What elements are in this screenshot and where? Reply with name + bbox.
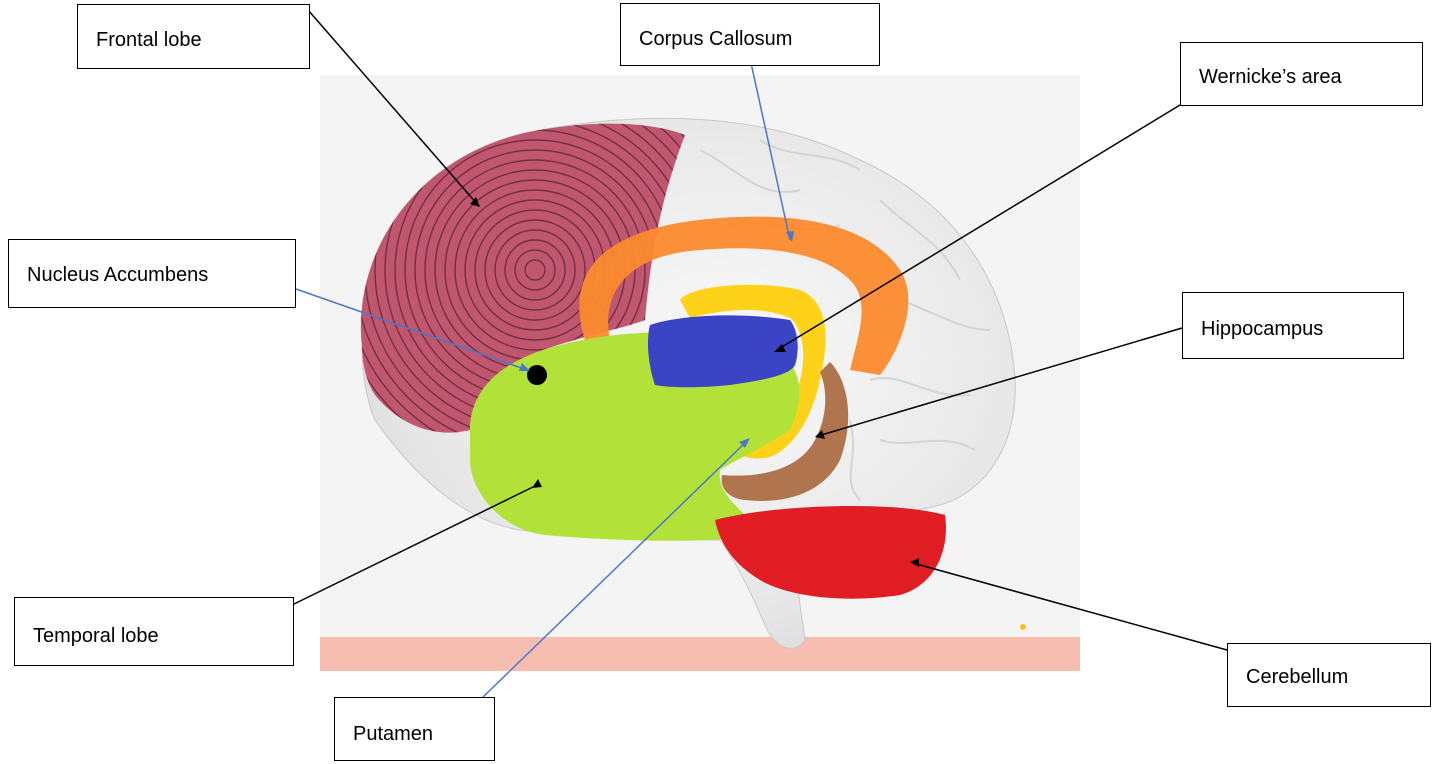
label-putamen: Putamen <box>334 697 495 761</box>
label-cerebellum: Cerebellum <box>1227 643 1431 707</box>
label-wernicke-area-text: Wernicke’s area <box>1199 67 1342 87</box>
label-cerebellum-text: Cerebellum <box>1246 667 1348 687</box>
pointer-temporal <box>292 486 535 605</box>
label-hippocampus-text: Hippocampus <box>1201 319 1323 339</box>
label-wernicke-area: Wernicke’s area <box>1180 42 1423 106</box>
label-frontal-lobe: Frontal lobe <box>77 4 310 69</box>
label-temporal-lobe: Temporal lobe <box>14 597 294 666</box>
label-corpus-callosum-text: Corpus Callosum <box>639 29 792 49</box>
pointer-frontal <box>308 10 478 205</box>
label-corpus-callosum: Corpus Callosum <box>620 3 880 66</box>
label-nucleus-accumbens-text: Nucleus Accumbens <box>27 265 208 285</box>
pointer-cerebellum <box>913 563 1227 650</box>
label-putamen-text: Putamen <box>353 724 433 744</box>
nucleus-accumbens-dot <box>527 365 547 385</box>
label-frontal-lobe-text: Frontal lobe <box>96 30 202 50</box>
label-hippocampus: Hippocampus <box>1182 292 1404 359</box>
speck <box>1020 624 1026 630</box>
label-temporal-lobe-text: Temporal lobe <box>33 626 159 646</box>
label-nucleus-accumbens: Nucleus Accumbens <box>8 239 296 308</box>
